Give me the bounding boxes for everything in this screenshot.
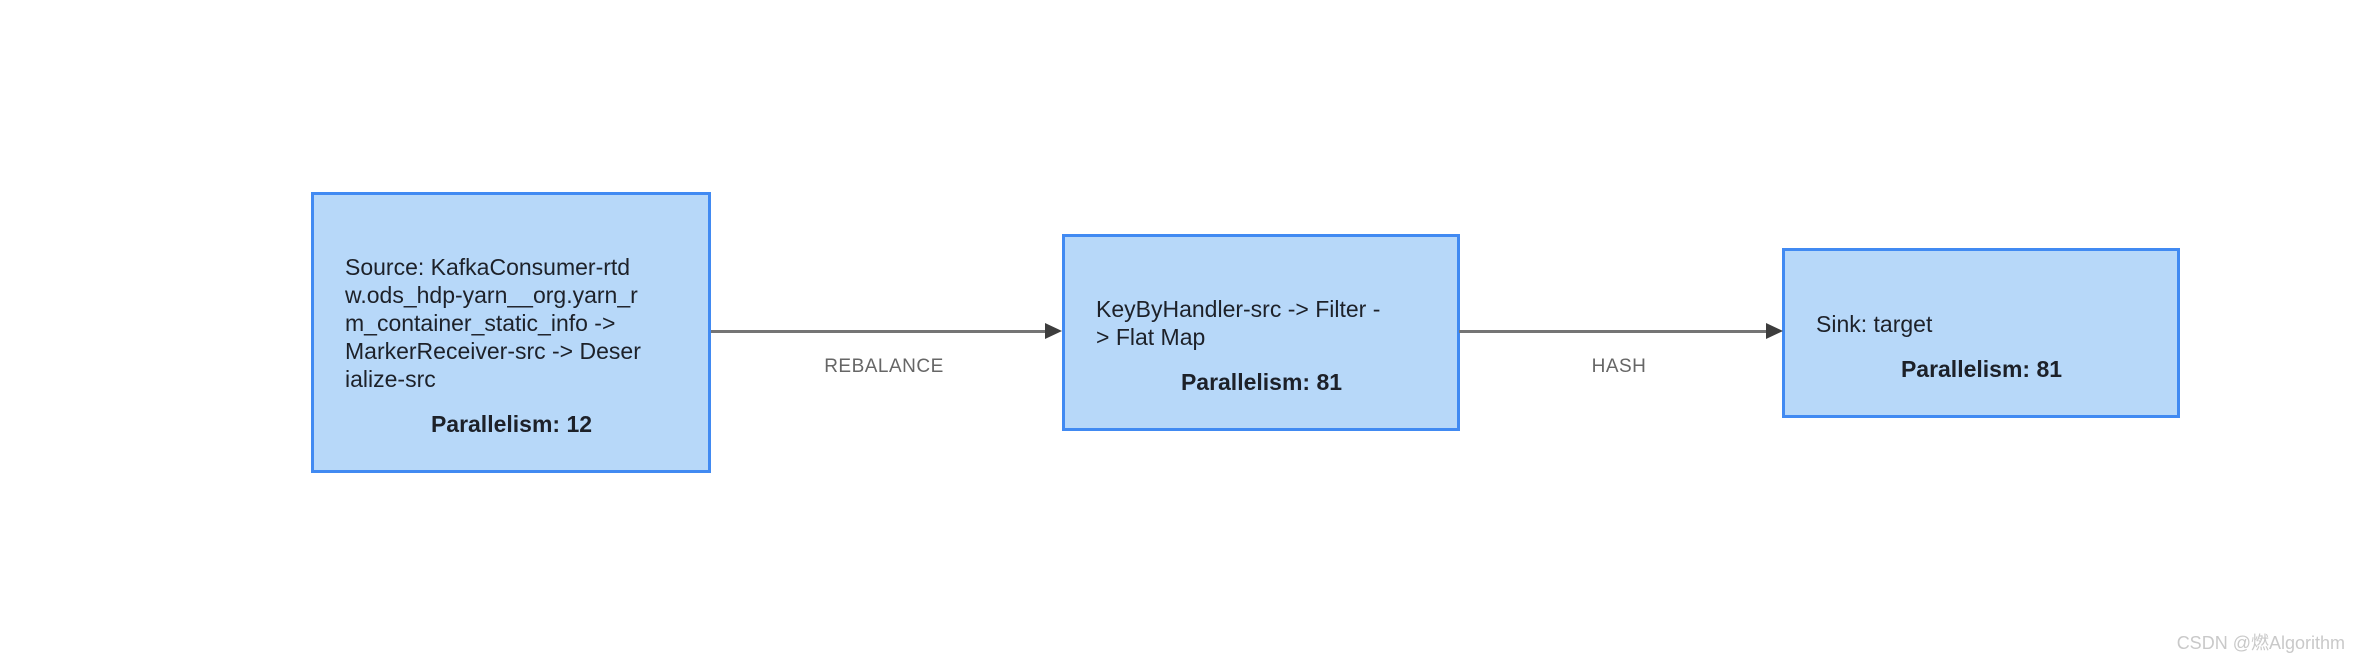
edge-label-hash: HASH bbox=[1591, 356, 1647, 377]
edge-keyby-to-sink bbox=[1459, 330, 1767, 333]
node-label: Sink: target bbox=[1816, 310, 1933, 337]
edge-label-rebalance: REBALANCE bbox=[824, 356, 944, 377]
edge-source-to-keyby bbox=[711, 330, 1045, 333]
graph-node-source[interactable]: Source: KafkaConsumer-rtd w.ods_hdp-yarn… bbox=[311, 192, 711, 473]
arrowhead-icon bbox=[1045, 323, 1062, 339]
graph-node-keyby-filter-flatmap[interactable]: KeyByHandler-src -> Filter - > Flat Map … bbox=[1062, 234, 1460, 431]
arrowhead-icon bbox=[1766, 323, 1783, 339]
node-parallelism: Parallelism: 12 bbox=[430, 411, 593, 437]
node-parallelism: Parallelism: 81 bbox=[1180, 369, 1343, 395]
node-label: KeyByHandler-src -> Filter - > Flat Map bbox=[1096, 296, 1381, 350]
graph-node-sink[interactable]: Sink: target Parallelism: 81 bbox=[1782, 248, 2180, 418]
csdn-watermark: CSDN @燃Algorithm bbox=[2176, 633, 2345, 653]
node-label: Source: KafkaConsumer-rtd w.ods_hdp-yarn… bbox=[345, 254, 641, 392]
node-parallelism: Parallelism: 81 bbox=[1900, 355, 2063, 382]
